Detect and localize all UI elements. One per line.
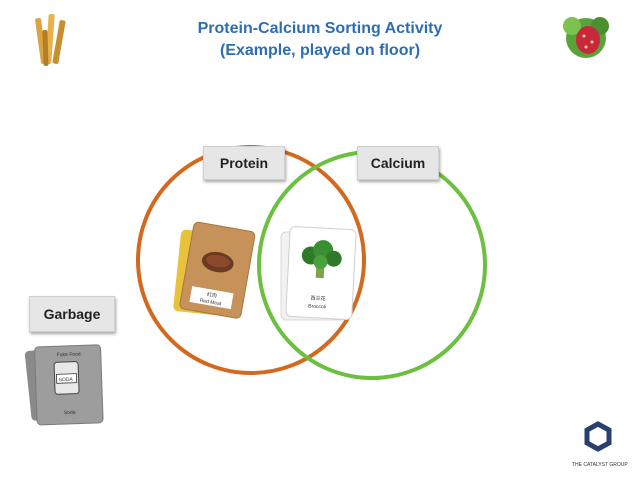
protein-card-en: Red Meat	[199, 298, 222, 308]
fries-icon	[35, 13, 66, 66]
title-line-2: (Example, played on floor)	[219, 42, 421, 59]
protein-card-stack[interactable]: 红肉 Red Meat	[173, 221, 256, 319]
garbage-label[interactable]: Garbage	[29, 296, 115, 332]
org-logo-icon: THE CATALYST GROUP	[572, 421, 628, 468]
calcium-card-en: Broccoli	[308, 303, 326, 310]
protein-label[interactable]: Protein	[203, 146, 285, 180]
protein-card-cn: 红肉	[206, 291, 217, 300]
broccoli-card-icon	[301, 240, 342, 279]
title-line-1: Protein-Calcium Sorting Activity	[197, 20, 443, 37]
org-name: THE CATALYST GROUP	[572, 462, 628, 468]
garbage-card-bottom: Soda	[64, 410, 76, 416]
garbage-card-top: Fake Food	[57, 351, 81, 358]
strawberry-veggie-icon	[563, 17, 609, 58]
calcium-card-stack[interactable]: 西兰花 Broccoli	[280, 226, 357, 321]
calcium-card-cn: 西兰花	[310, 295, 325, 303]
garbage-card-soda: SODA	[59, 377, 74, 384]
garbage-card-stack[interactable]: Fake Food SODA Soda	[24, 344, 104, 426]
calcium-label[interactable]: Calcium	[357, 146, 439, 180]
slide-title: Protein-Calcium Sorting Activity (Exampl…	[120, 18, 520, 62]
soda-can-icon	[53, 361, 80, 395]
